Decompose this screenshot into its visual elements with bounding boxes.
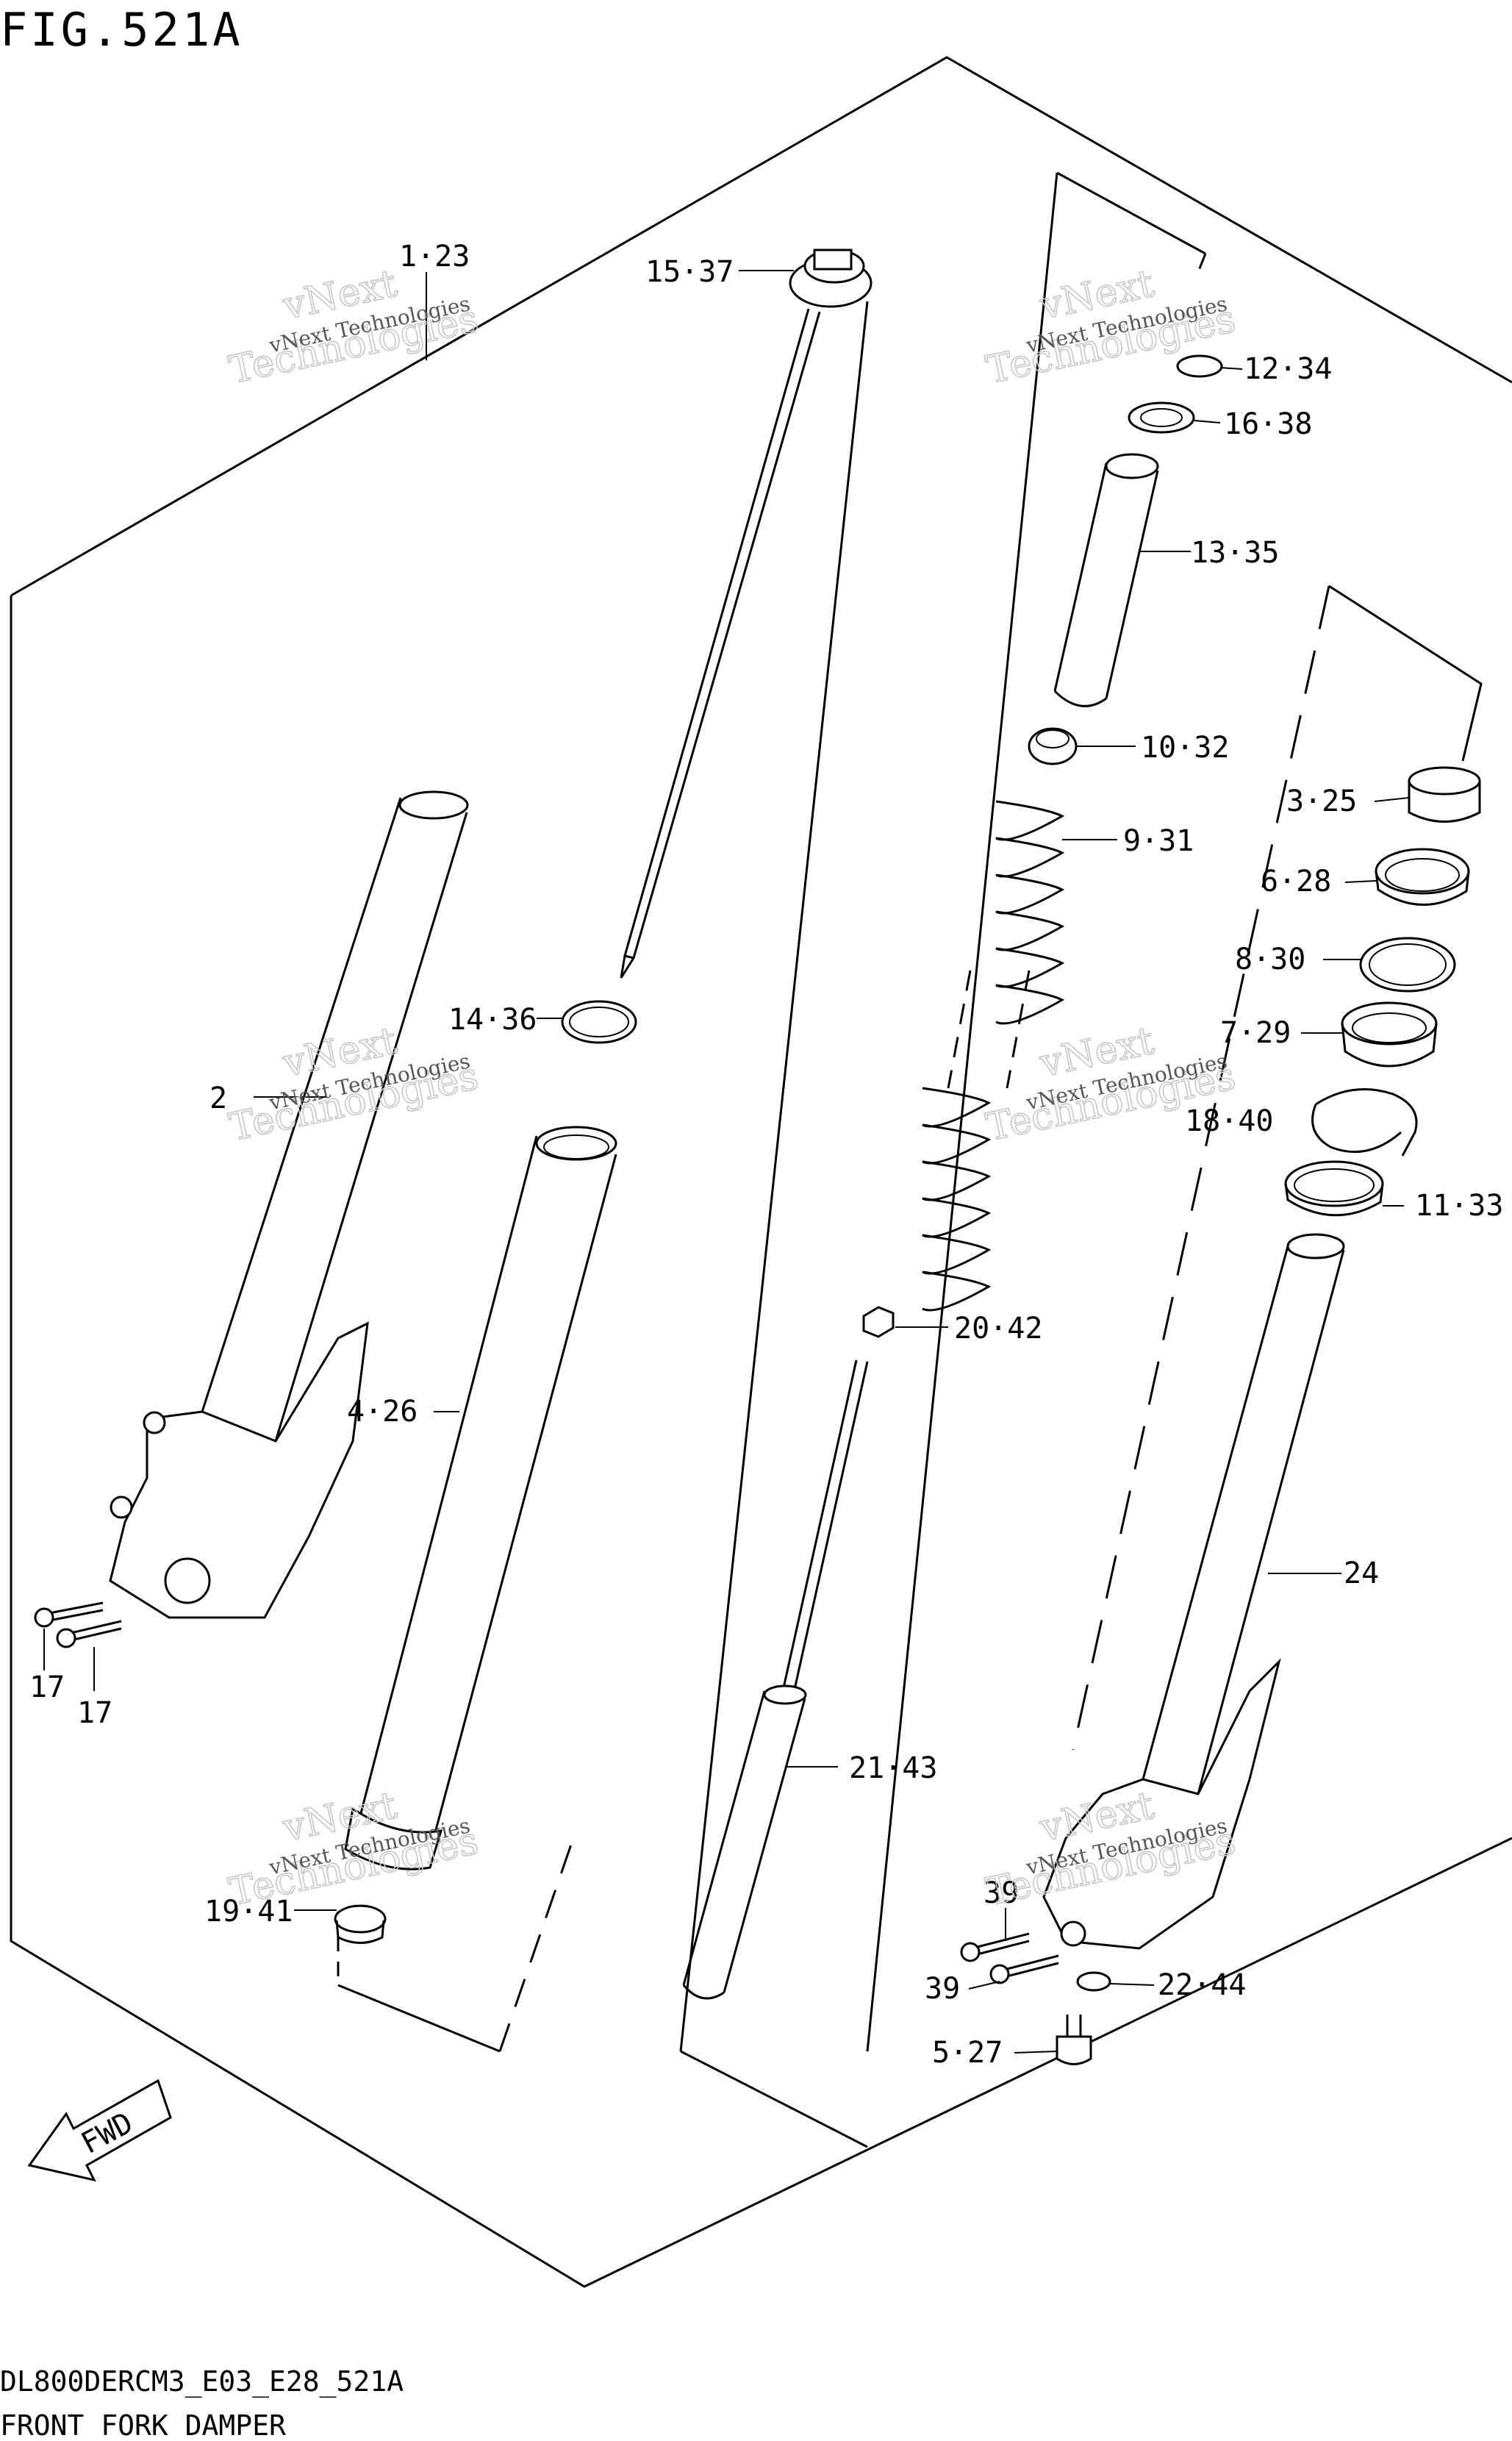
inner-tube-left	[344, 1126, 617, 1870]
damper-frame-top	[1056, 171, 1206, 255]
callout-4-26: 4·26	[347, 1395, 418, 1429]
callout-22-44: 22·44	[1158, 1968, 1246, 2002]
leader-lines	[43, 270, 1410, 2054]
callout-9-31: 9·31	[1123, 824, 1194, 858]
callout-13-35: 13·35	[1191, 536, 1279, 570]
assembly-boundary-lower	[10, 596, 1512, 2288]
frame-main-diag	[866, 172, 1058, 2052]
callout-24: 24	[1344, 1557, 1379, 1590]
part-6-28	[1375, 848, 1470, 906]
callout-12-34: 12·34	[1244, 352, 1332, 386]
part-20-42	[862, 1306, 895, 1338]
outer-tube-left	[109, 790, 469, 1619]
callout-15-37: 15·37	[645, 255, 734, 289]
part-18-40	[1311, 1088, 1418, 1157]
callout-10-32: 10·32	[1141, 731, 1229, 765]
right-frame-dash	[1072, 585, 1330, 1751]
part-8-30	[1359, 937, 1456, 993]
callout-5-27: 5·27	[932, 2036, 1003, 2070]
frame-dash-a	[1195, 253, 1207, 276]
bolts-39	[960, 1932, 1059, 1984]
callout-14-36: 14·36	[448, 1003, 537, 1037]
callout-18-40: 18·40	[1185, 1104, 1273, 1138]
damper-rod	[620, 249, 873, 979]
part-7-29	[1341, 1001, 1438, 1068]
callout-16-38: 16·38	[1224, 407, 1312, 441]
frame-bottom	[680, 2050, 868, 2148]
watermark-3: vNext Technologies vNext Technologies	[225, 1018, 483, 1151]
callout-11-33: 11·33	[1415, 1189, 1503, 1223]
part-11-33	[1284, 1160, 1384, 1217]
callout-21-43: 21·43	[849, 1751, 937, 1785]
part-5-27	[1056, 2015, 1092, 2065]
forward-direction-arrow: FWD	[27, 2079, 172, 2182]
part-19-41	[334, 1904, 387, 1944]
part-12-34	[1176, 354, 1223, 378]
callout-2: 2	[209, 1082, 227, 1115]
callout-labels: 1·23 15·37 12·34 16·38 13·35 10·32 9·31 …	[29, 240, 1503, 2070]
fork-spring	[922, 800, 1065, 1312]
part-14-36	[561, 1000, 637, 1044]
left-frame-bottom	[337, 1984, 501, 2053]
figure-title: FIG.521A	[0, 3, 243, 57]
assembly-boundary	[10, 56, 1512, 597]
callout-39-a: 39	[983, 1876, 1019, 1910]
part-13-35	[1053, 453, 1159, 707]
callout-3-25: 3·25	[1286, 785, 1357, 818]
callout-8-30: 8·30	[1235, 943, 1305, 976]
callout-20-42: 20·42	[954, 1312, 1042, 1345]
bolts-17	[34, 1601, 122, 1648]
callout-17-a: 17	[29, 1670, 65, 1704]
callout-6-28: 6·28	[1261, 865, 1331, 898]
outer-tube-right	[1042, 1233, 1345, 1950]
watermark-5: vNext Technologies vNext Technologies	[225, 1783, 483, 1915]
damper-cartridge	[682, 1359, 869, 2000]
part-10-32	[1028, 727, 1078, 765]
part-22-44	[1076, 1971, 1111, 1992]
right-frame	[1328, 585, 1483, 762]
part-3-25	[1408, 766, 1481, 823]
left-frame-dash2	[498, 1837, 575, 2052]
part-16-38	[1128, 401, 1195, 434]
callout-17-b: 17	[77, 1696, 112, 1730]
damper-frame-left	[679, 301, 869, 2052]
callout-1-23: 1·23	[399, 240, 470, 274]
callout-19-41: 19·41	[204, 1895, 293, 1929]
callout-7-29: 7·29	[1220, 1016, 1291, 1050]
diagram-name: FRONT FORK DAMPER	[0, 2409, 286, 2441]
callout-39-b: 39	[925, 1972, 960, 2006]
diagram-code: DL800DERCM3_E03_E28_521A	[0, 2365, 404, 2398]
